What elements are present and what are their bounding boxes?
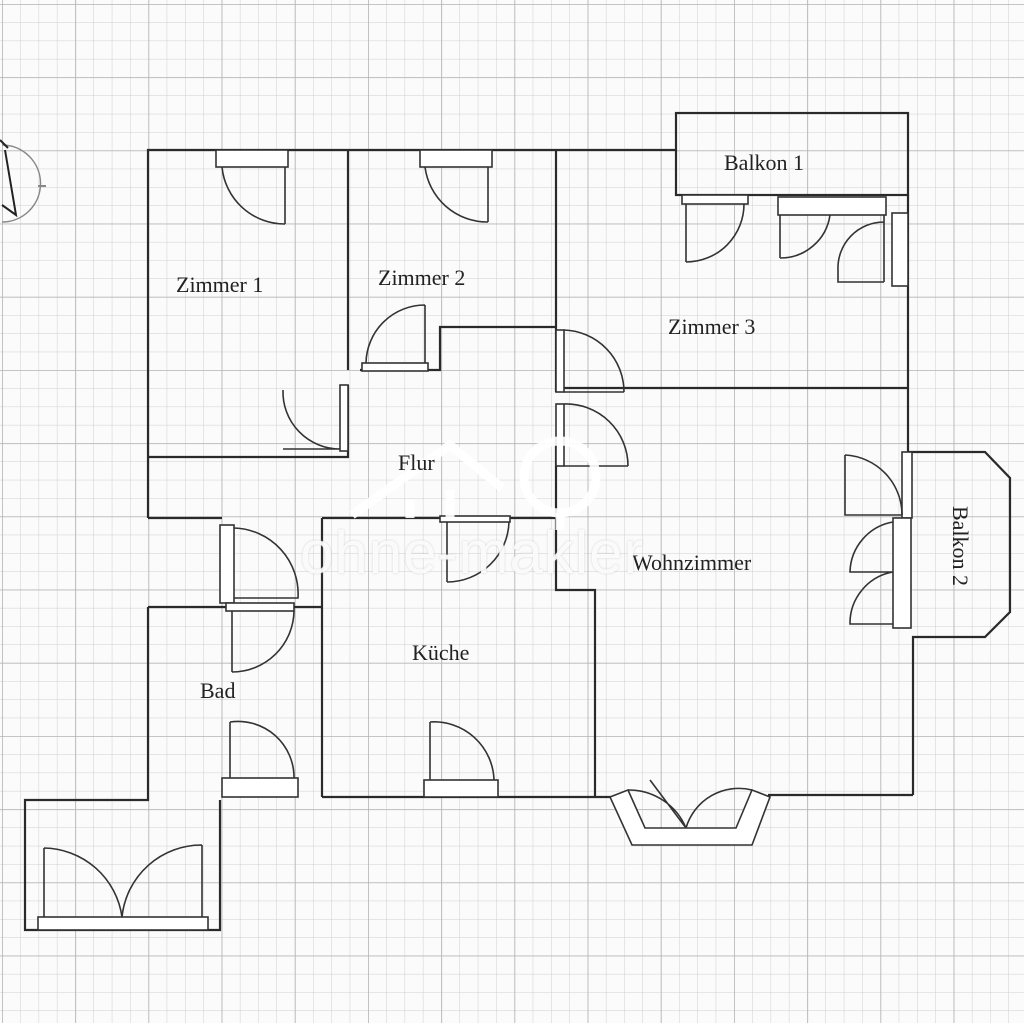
room-label-zimmer-2: Zimmer 2 — [378, 265, 466, 290]
room-label-bad: Bad — [200, 678, 236, 703]
room-label-zimmer-3: Zimmer 3 — [668, 314, 756, 339]
room-label-balkon-1: Balkon 1 — [724, 150, 805, 175]
room-label-zimmer-1: Zimmer 1 — [176, 272, 264, 297]
watermark-logo — [349, 436, 601, 530]
compass-icon — [0, 139, 46, 223]
watermark-text: ohne-makler — [300, 519, 645, 586]
room-label-flur: Flur — [398, 450, 435, 475]
room-label-wohnzimmer: Wohnzimmer — [632, 550, 752, 575]
room-label-balkon-2: Balkon 2 — [948, 505, 974, 587]
room-label-kueche: Küche — [412, 640, 470, 665]
doors — [37, 149, 913, 931]
